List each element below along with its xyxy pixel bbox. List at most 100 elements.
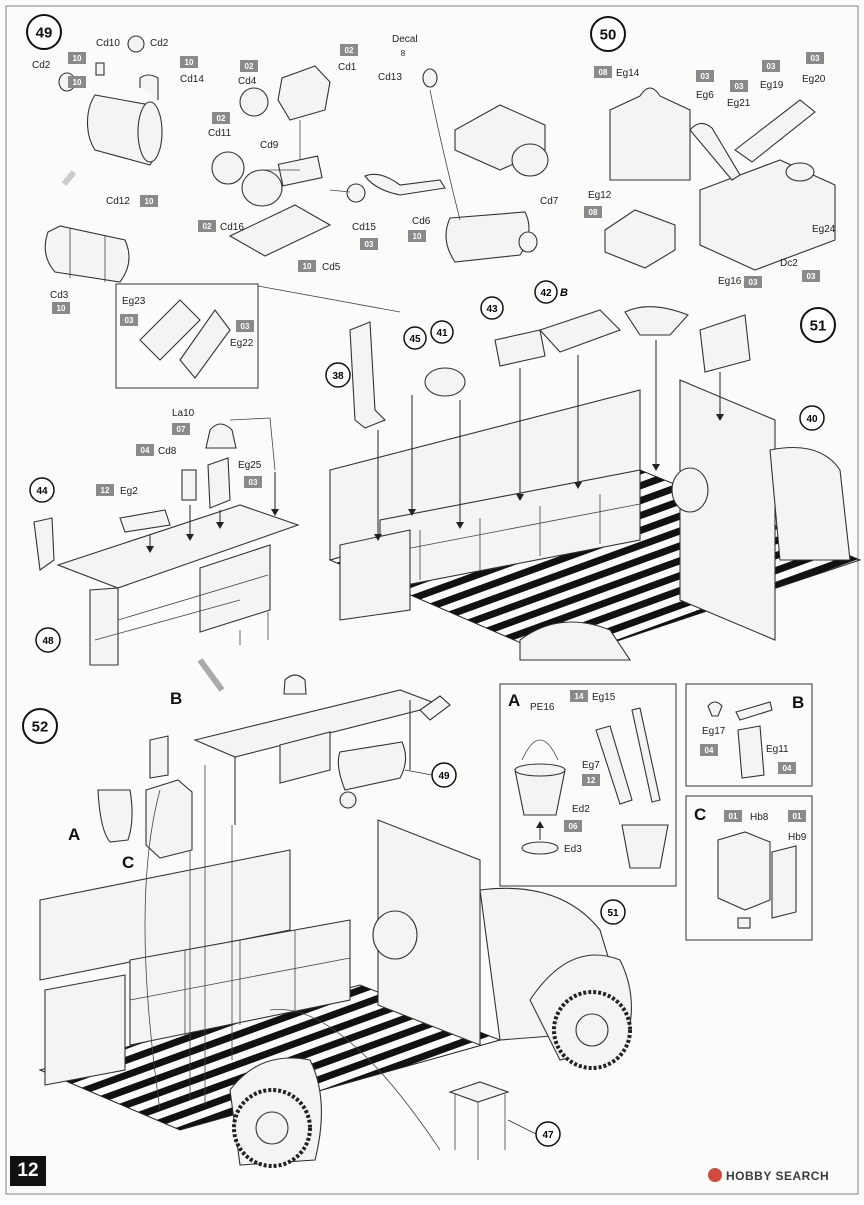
placement-line (144, 789, 161, 1111)
inset-a-letter: A (508, 691, 520, 710)
sprue-04a: 04 (141, 446, 150, 455)
step-49-circle (26, 14, 62, 50)
sprue-box (180, 56, 198, 68)
workbench-leg (89, 587, 119, 666)
inset-anvil (115, 283, 259, 389)
anvil-half-eg23 (139, 299, 201, 361)
label-ed3: Ed3 (564, 844, 582, 855)
toolbox-eg16 (699, 159, 836, 271)
sprue-box (564, 820, 582, 832)
sprue-03b: 03 (125, 316, 134, 325)
cd5-base (228, 204, 332, 257)
label-eg14: Eg14 (616, 68, 640, 79)
label-pe16: PE16 (530, 702, 555, 713)
blowtorch-eg11 (737, 725, 765, 779)
air-tank-end (137, 101, 163, 163)
callout-41: 41 (436, 328, 448, 339)
cab-partition (679, 379, 776, 641)
label-hb8: Hb8 (750, 812, 769, 823)
callout-40: 40 (806, 414, 818, 425)
sprue-box (594, 66, 612, 78)
cabinet-decal (737, 917, 751, 929)
cd9-plate (277, 155, 323, 187)
sprue-01a: 01 (729, 812, 738, 821)
lamp-arm (229, 417, 276, 471)
page-border (5, 5, 859, 1195)
cd12-straps (69, 228, 106, 282)
step-52-number: 52 (32, 719, 49, 736)
cd14-handle (139, 74, 159, 100)
sprue-12b: 12 (587, 776, 596, 785)
cabinet-door-hb9 (771, 845, 797, 919)
step-51-circle (800, 307, 836, 343)
label-cd14: Cd14 (180, 74, 204, 85)
bench-vise (494, 329, 546, 367)
sprue-box (298, 260, 316, 272)
lamp-on-bench (283, 674, 307, 695)
sprue-box (68, 52, 86, 64)
label-eg20: Eg20 (802, 74, 826, 85)
shovel-eg15 (631, 707, 661, 803)
ramp-on-bench (419, 695, 451, 721)
callout-letter-b: B (170, 689, 182, 708)
sprue-08a: 08 (599, 68, 608, 77)
cabinet-drawers (389, 494, 641, 580)
step-49-group: 49 Cd10 Cd2 Cd2 Cd14 10 10 10 Cd12 10 Cd… (26, 14, 559, 389)
label-eg25: Eg25 (238, 460, 262, 471)
label-la10: La10 (172, 408, 195, 419)
bucket-handle-pe16 (521, 739, 559, 761)
sprue-03g: 03 (811, 54, 820, 63)
callout-41-circle (430, 320, 454, 344)
label-eg7: Eg7 (582, 760, 600, 771)
sprue-box (788, 810, 806, 822)
drill-press (349, 321, 386, 429)
sprue-02c: 02 (217, 114, 226, 123)
compressor-head-cd1 (277, 65, 331, 121)
sprue-07: 07 (177, 425, 186, 434)
pliers-dc2 (785, 162, 815, 182)
sprue-03a: 03 (365, 240, 374, 249)
compressor-wheel (339, 791, 357, 809)
step-52-circle (22, 708, 58, 744)
label-cd2-right: Cd2 (150, 38, 169, 49)
blowtorch-eg2 (119, 509, 171, 533)
callout-45-circle (403, 326, 427, 350)
sprue-box (340, 44, 358, 56)
step-49-number: 49 (36, 25, 53, 42)
sprue-box (696, 70, 714, 82)
callout-47: 47 (542, 1130, 554, 1141)
cap-eg17 (707, 701, 723, 717)
cabinet-hb8 (717, 831, 771, 911)
blowtorch-nozzle (735, 701, 773, 721)
cd12-tank (44, 225, 130, 283)
workbench-frame (94, 574, 269, 645)
cabinet-c (145, 779, 193, 859)
sprue-12a: 12 (101, 486, 110, 495)
front-hub (575, 1013, 609, 1047)
sprue-10f: 10 (303, 262, 312, 271)
cd6-linkage (364, 173, 446, 196)
callout-48-circle (35, 627, 61, 653)
callout-letter-a: A (68, 825, 80, 844)
open-toolbox (539, 309, 621, 353)
rear-hub (255, 1111, 289, 1145)
bucket-a (97, 789, 133, 843)
sprue-03j: 03 (249, 478, 258, 487)
callout-44-circle (29, 477, 55, 503)
label-eg15: Eg15 (592, 692, 616, 703)
sprue-03c: 03 (241, 322, 250, 331)
toolbox-base-eg12 (604, 209, 676, 269)
sprue-03d: 03 (701, 72, 710, 81)
compressor-on-bench (337, 741, 407, 791)
label-cd13: Cd13 (378, 72, 402, 83)
label-cd1: Cd1 (338, 62, 357, 73)
sprue-box (730, 80, 748, 92)
cd13-gauge (422, 68, 438, 88)
callout-49: 49 (438, 771, 450, 782)
step-51-group: 51 38 45 41 43 42 B (29, 280, 862, 666)
inset-b-letter: B (792, 693, 804, 712)
transition-arrow (197, 658, 225, 692)
cd7-wheel (511, 143, 549, 177)
